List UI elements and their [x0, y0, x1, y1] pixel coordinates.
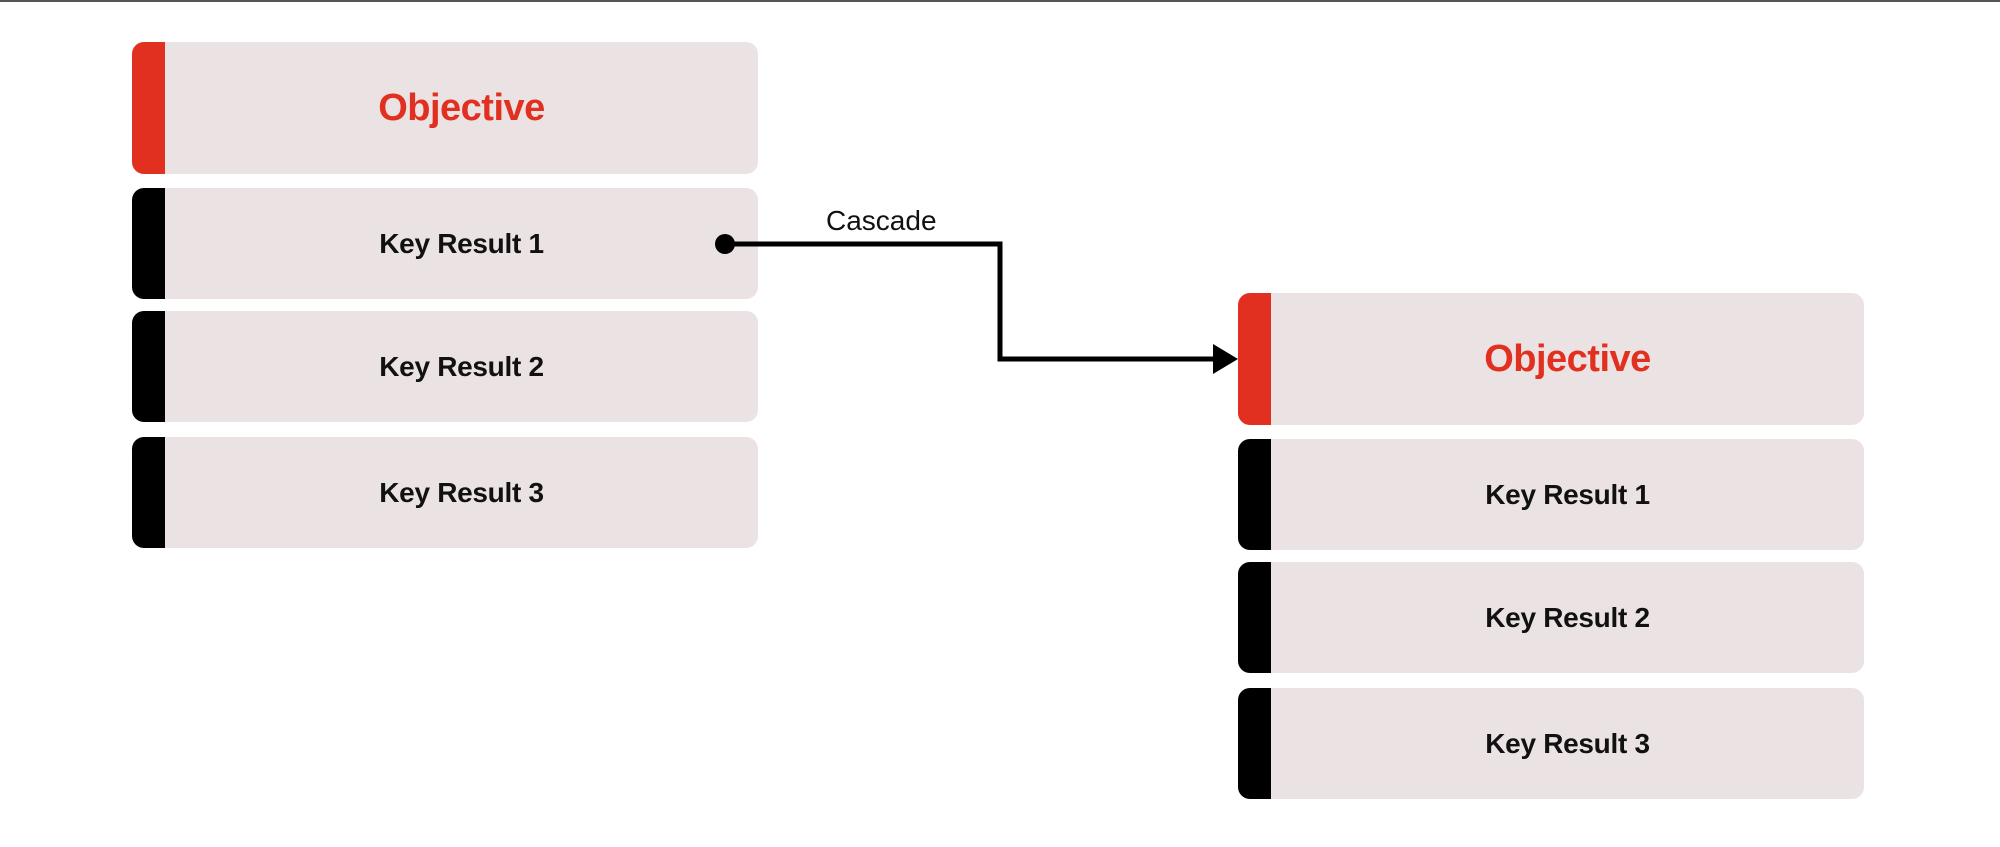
left-key-result-2-label: Key Result 2: [379, 350, 544, 382]
left-key-result-2-accent-bar: [132, 311, 165, 422]
left-key-result-1-accent-bar: [132, 188, 165, 299]
left-key-result-2-card: Key Result 2: [132, 311, 758, 422]
left-objective-accent-bar: [132, 42, 165, 174]
right-key-result-1-card: Key Result 1: [1238, 439, 1864, 550]
right-objective-label: Objective: [1484, 337, 1651, 380]
right-key-result-3-label: Key Result 3: [1485, 727, 1650, 759]
left-key-result-3-accent-bar: [132, 437, 165, 548]
right-objective-accent-bar: [1238, 293, 1271, 425]
left-key-result-1-card: Key Result 1: [132, 188, 758, 299]
right-key-result-2-card: Key Result 2: [1238, 562, 1864, 673]
top-border-line: [0, 0, 2000, 2]
right-objective-card: Objective: [1238, 293, 1864, 425]
right-key-result-3-card: Key Result 3: [1238, 688, 1864, 799]
right-key-result-1-label: Key Result 1: [1485, 478, 1650, 510]
left-key-result-1-label: Key Result 1: [379, 227, 544, 259]
right-key-result-3-accent-bar: [1238, 688, 1271, 799]
left-key-result-3-label: Key Result 3: [379, 476, 544, 508]
left-objective-card: Objective: [132, 42, 758, 174]
left-objective-label: Objective: [378, 86, 545, 129]
connector-arrowhead-icon: [1213, 344, 1238, 374]
left-key-result-3-card: Key Result 3: [132, 437, 758, 548]
right-key-result-1-accent-bar: [1238, 439, 1271, 550]
connector-line: [725, 241, 1216, 362]
right-key-result-2-label: Key Result 2: [1485, 601, 1650, 633]
cascade-label: Cascade: [826, 205, 937, 236]
right-key-result-2-accent-bar: [1238, 562, 1271, 673]
